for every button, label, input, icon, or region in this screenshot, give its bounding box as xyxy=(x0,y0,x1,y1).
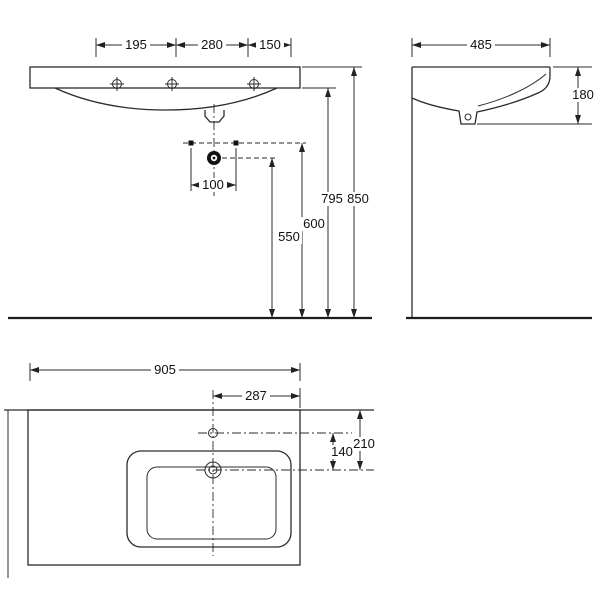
label-bg xyxy=(301,217,327,231)
dim-label-550: 550 xyxy=(278,229,300,244)
side-sink-profile xyxy=(411,66,551,318)
sink-inner-rim-curve xyxy=(477,73,547,107)
faucet-hole-icon xyxy=(165,77,179,91)
basin-bottom-edge xyxy=(146,466,277,540)
front-view: 195 280 150 xyxy=(8,37,372,320)
mount-dot-left xyxy=(188,140,194,146)
label-bg xyxy=(242,389,270,403)
dim-label-485: 485 xyxy=(470,37,492,52)
label-bg xyxy=(346,192,371,206)
label-bg xyxy=(329,445,355,459)
plan-view: 905 287 140 210 xyxy=(4,362,377,578)
dim-label-180: 180 xyxy=(572,87,594,102)
dim-label-280: 280 xyxy=(201,37,223,52)
side-height-dimension: 180 xyxy=(477,66,597,125)
dim-label-140: 140 xyxy=(331,444,353,459)
front-height-dimensions: 550 600 795 850 xyxy=(269,66,371,318)
front-top-dimension-chain: 195 280 150 xyxy=(95,37,292,57)
drain-detail xyxy=(464,113,472,121)
label-bg xyxy=(351,437,377,451)
plan-sink-outline xyxy=(4,390,374,578)
front-drain-assembly: 100 xyxy=(183,104,306,196)
drain-stub xyxy=(204,110,225,123)
mount-dot-right xyxy=(233,140,239,146)
drain-outlet-center xyxy=(212,156,216,160)
label-bg xyxy=(570,88,597,102)
dim-label-795: 795 xyxy=(321,191,343,206)
dim-label-287: 287 xyxy=(245,388,267,403)
side-view: 485 180 xyxy=(406,37,597,320)
side-depth-dimension: 485 xyxy=(411,37,551,57)
sink-plan-outline xyxy=(27,409,301,566)
label-bg xyxy=(198,38,226,52)
dim-label-850: 850 xyxy=(347,191,369,206)
sink-profile-outline xyxy=(411,67,551,125)
faucet-hole-icon xyxy=(110,77,124,91)
label-bg xyxy=(199,178,227,192)
plan-offset-dimensions: 140 210 xyxy=(329,410,377,470)
label-bg xyxy=(256,38,284,52)
faucet-hole-icon xyxy=(247,77,261,91)
label-bg xyxy=(151,363,179,377)
label-bg xyxy=(320,192,345,206)
label-bg xyxy=(467,38,495,52)
basin-outer-edge xyxy=(126,450,292,548)
dim-label-150: 150 xyxy=(259,37,281,52)
dim-label-600: 600 xyxy=(303,216,325,231)
dim-label-100: 100 xyxy=(202,177,224,192)
plan-width-dimensions: 905 287 xyxy=(29,362,301,408)
faucet-holes xyxy=(110,77,261,91)
sink-rim-front xyxy=(29,66,301,89)
dim-label-905: 905 xyxy=(154,362,176,377)
front-sink-outline xyxy=(29,66,301,123)
label-bg xyxy=(122,38,150,52)
label-bg xyxy=(276,230,302,244)
sink-bowl-underside xyxy=(54,87,278,111)
dim-label-210: 210 xyxy=(353,436,375,451)
dim-label-195: 195 xyxy=(125,37,147,52)
